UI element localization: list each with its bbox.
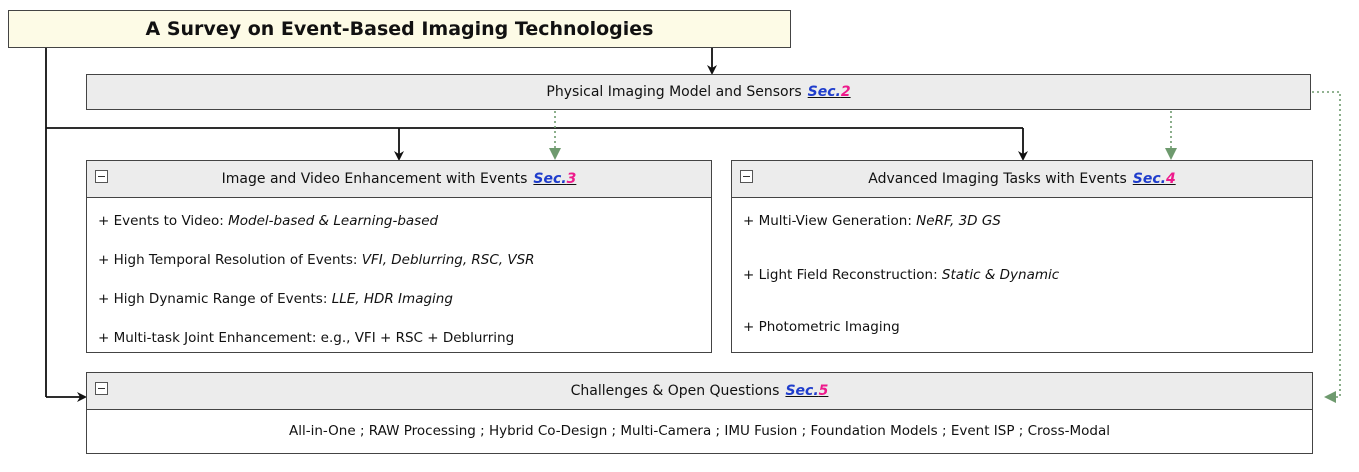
collapse-icon[interactable] — [95, 382, 108, 395]
list-item: + High Temporal Resolution of Events: VF… — [98, 252, 535, 268]
challenges-panel: Challenges & Open Questions Sec.5 All-in… — [86, 372, 1313, 454]
sec-2-link[interactable]: Sec.2 — [807, 84, 851, 100]
survey-title-box: A Survey on Event-Based Imaging Technolo… — [8, 10, 791, 48]
sec-4-link[interactable]: Sec.4 — [1132, 171, 1176, 187]
enhancement-panel-title: Image and Video Enhancement with Events — [221, 171, 528, 187]
physical-imaging-label: Physical Imaging Model and Sensors — [546, 84, 802, 100]
enhancement-items: + Events to Video: Model-based & Learnin… — [98, 197, 703, 352]
list-item: + Photometric Imaging — [743, 319, 900, 335]
sec-3-link[interactable]: Sec.3 — [533, 171, 577, 187]
survey-title: A Survey on Event-Based Imaging Technolo… — [145, 18, 654, 40]
list-item: + Multi-View Generation: NeRF, 3D GS — [743, 213, 1001, 229]
advanced-tasks-panel-header: Advanced Imaging Tasks with Events Sec.4 — [732, 161, 1312, 198]
challenges-list: All-in-One ; RAW Processing ; Hybrid Co-… — [87, 409, 1312, 453]
advanced-tasks-panel: Advanced Imaging Tasks with Events Sec.4… — [731, 160, 1313, 353]
enhancement-panel: Image and Video Enhancement with Events … — [86, 160, 712, 353]
advanced-tasks-items: + Multi-View Generation: NeRF, 3D GS + L… — [743, 197, 1304, 352]
list-item: + Light Field Reconstruction: Static & D… — [743, 267, 1060, 283]
challenges-text: All-in-One ; RAW Processing ; Hybrid Co-… — [289, 423, 1110, 439]
enhancement-panel-header: Image and Video Enhancement with Events … — [87, 161, 711, 198]
challenges-panel-header: Challenges & Open Questions Sec.5 — [87, 373, 1312, 410]
list-item: + Multi-task Joint Enhancement: e.g., VF… — [98, 330, 515, 346]
challenges-panel-title: Challenges & Open Questions — [570, 383, 780, 399]
collapse-icon[interactable] — [740, 170, 753, 183]
physical-imaging-box[interactable]: Physical Imaging Model and Sensors Sec.2 — [86, 74, 1311, 110]
list-item: + Events to Video: Model-based & Learnin… — [98, 213, 439, 229]
list-item: + High Dynamic Range of Events: LLE, HDR… — [98, 291, 453, 307]
sec-5-link[interactable]: Sec.5 — [785, 383, 829, 399]
collapse-icon[interactable] — [95, 170, 108, 183]
dotted-arrow-to-bottom-panel — [1312, 91, 1341, 403]
advanced-tasks-panel-title: Advanced Imaging Tasks with Events — [868, 171, 1127, 187]
